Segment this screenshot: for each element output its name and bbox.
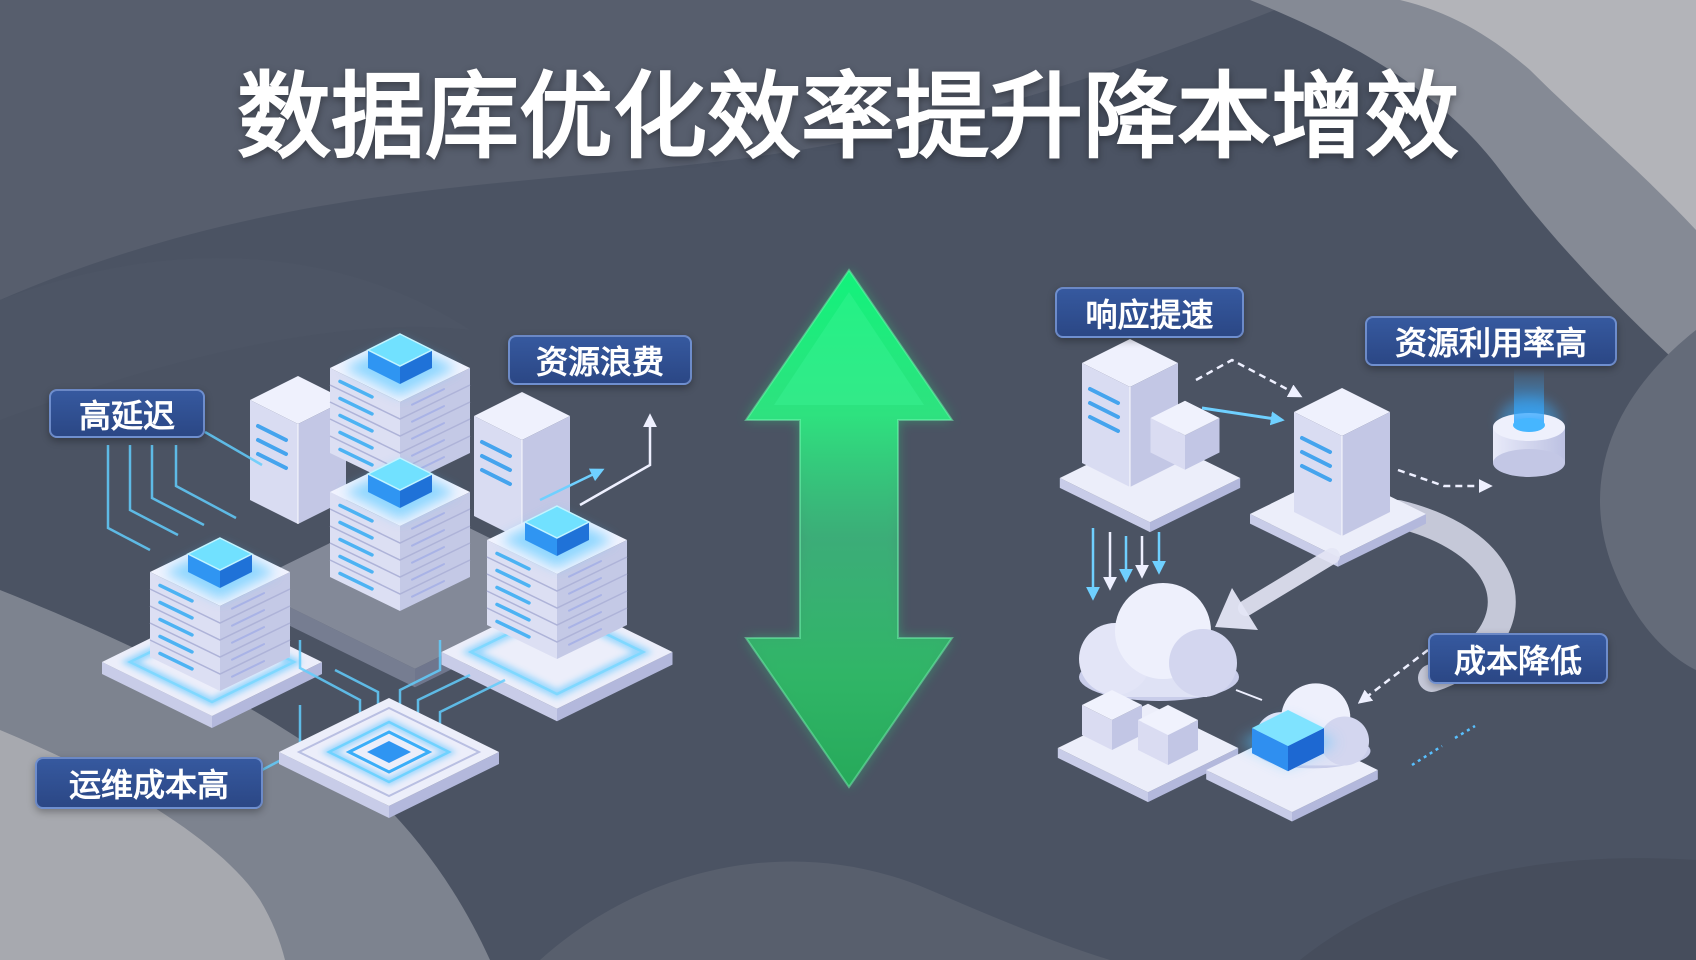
bg-wave-bottom-right bbox=[1300, 858, 1696, 960]
label-high-ops-cost: 运维成本高 bbox=[35, 757, 263, 809]
bg-wave-top-right-light bbox=[1400, 0, 1696, 230]
label-text: 资源浪费 bbox=[535, 343, 664, 381]
server-tower-icon bbox=[1292, 386, 1392, 538]
bg-wave-bottom-center bbox=[540, 861, 1110, 960]
label-high-utilization: 资源利用率高 bbox=[1365, 316, 1617, 366]
db-bottom bbox=[1493, 449, 1565, 477]
dashed-link bbox=[1195, 358, 1303, 398]
dotted-link bbox=[1411, 744, 1443, 767]
chip-core bbox=[367, 741, 411, 763]
bg-wave-right bbox=[1599, 330, 1696, 670]
download-arrows bbox=[1086, 528, 1166, 601]
label-text: 成本降低 bbox=[1453, 641, 1582, 680]
chip-ring-inner bbox=[345, 730, 433, 774]
cost-arrow bbox=[1215, 548, 1340, 630]
circuit-line bbox=[128, 445, 179, 537]
arrow-body bbox=[746, 270, 952, 787]
chip-pad-outline bbox=[296, 706, 482, 798]
chip-ring-outer bbox=[326, 720, 452, 784]
latency-circuit-lines bbox=[106, 430, 263, 552]
label-faster-response: 响应提速 bbox=[1055, 287, 1244, 338]
database-icon bbox=[1493, 368, 1565, 477]
cloud-connector bbox=[1235, 689, 1263, 701]
label-text: 高延迟 bbox=[78, 396, 175, 435]
bg-wave-left bbox=[0, 258, 470, 420]
db-glow-base bbox=[1513, 418, 1545, 432]
up-arrow-line bbox=[579, 413, 657, 507]
arrow-head-highlight bbox=[774, 292, 924, 405]
dashed-link bbox=[1397, 468, 1493, 493]
circuit-line bbox=[106, 445, 151, 552]
bg-wave-top bbox=[0, 0, 1300, 300]
circuit-line bbox=[204, 430, 263, 467]
waste-arrows bbox=[539, 413, 657, 507]
cost-arrow-shaft bbox=[1238, 548, 1340, 616]
dashed-link bbox=[1357, 649, 1429, 704]
before-optimization-illustration bbox=[102, 334, 673, 818]
blue-link bbox=[1201, 406, 1285, 426]
page-title: 数据库优化效率提升降本增效 bbox=[236, 63, 1459, 172]
cost-arrow-head bbox=[1215, 588, 1258, 630]
label-text: 资源利用率高 bbox=[1394, 324, 1587, 362]
circuit-line bbox=[174, 445, 237, 520]
data-flow-lines bbox=[1195, 358, 1493, 767]
label-text: 响应提速 bbox=[1085, 295, 1214, 334]
label-resource-waste: 资源浪费 bbox=[508, 335, 692, 385]
circuit-line bbox=[150, 445, 205, 527]
arrow-outline bbox=[744, 268, 954, 789]
blue-arrow-line bbox=[539, 468, 605, 502]
chip-pad-icon bbox=[279, 698, 499, 818]
double-arrow-icon bbox=[744, 268, 954, 789]
label-high-latency: 高延迟 bbox=[49, 389, 205, 438]
label-lower-cost: 成本降低 bbox=[1428, 633, 1608, 684]
db-glow-column bbox=[1514, 368, 1544, 426]
label-text: 运维成本高 bbox=[68, 766, 229, 804]
